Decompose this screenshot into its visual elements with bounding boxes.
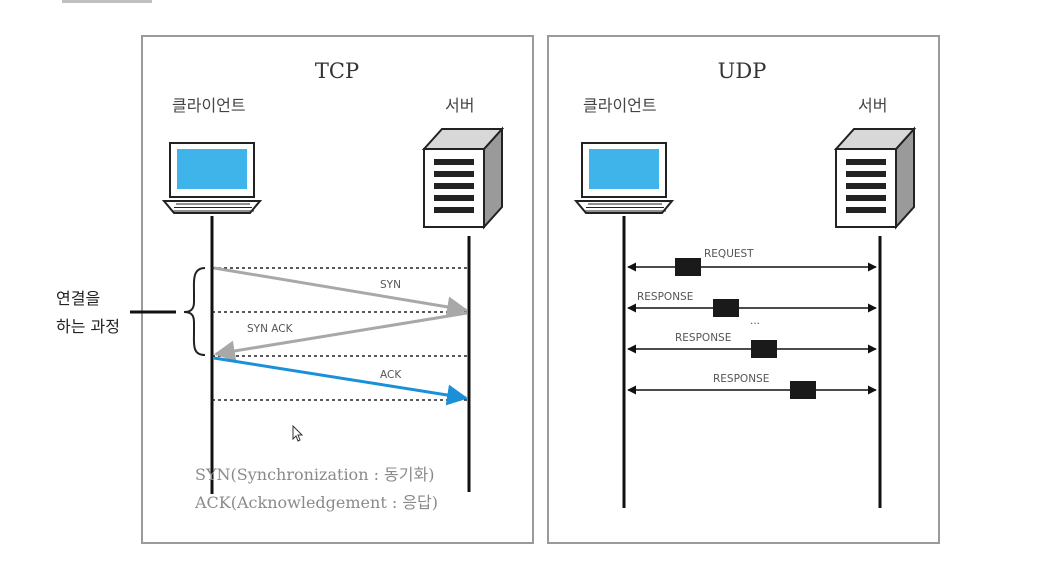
tcp-syn-arrow [213, 266, 469, 318]
top-left-fragment [62, 0, 152, 3]
tcp-client-laptop-icon [163, 142, 261, 214]
tcp-dotted-separators [212, 267, 469, 401]
udp-request-message: REQUEST [627, 248, 877, 276]
tcp-client-label: 클라이언트 [172, 96, 246, 115]
udp-response2-packet [751, 340, 777, 358]
mouse-cursor-icon [292, 424, 304, 442]
udp-response3-packet [790, 381, 816, 399]
udp-request-label: REQUEST [704, 248, 754, 260]
tcp-panel: TCP 클라이언트 서버 SYN SYN ACK ACK 연결을 하는 과정 S… [56, 35, 534, 544]
tcp-note-ack: ACK(Acknowledgement : 응답) [194, 493, 438, 512]
tcp-ack-label: ACK [380, 369, 402, 381]
tcp-syn-ack-arrow [213, 311, 468, 362]
tcp-syn-ack-label: SYN ACK [247, 323, 294, 335]
udp-response3-label: RESPONSE [713, 373, 769, 385]
udp-server-label: 서버 [858, 96, 887, 115]
tcp-side-label-line2: 하는 과정 [56, 317, 120, 336]
udp-panel: UDP 클라이언트 서버 REQUEST RESPONSE ... RESPON… [547, 35, 940, 544]
tcp-side-label-line1: 연결을 [56, 289, 100, 308]
udp-response1-message: RESPONSE [627, 291, 877, 317]
udp-client-laptop-icon [575, 142, 673, 214]
udp-response1-packet [713, 299, 739, 317]
udp-client-label: 클라이언트 [583, 96, 657, 115]
udp-request-packet [675, 258, 701, 276]
udp-title: UDP [718, 59, 767, 83]
udp-ellipsis: ... [750, 315, 760, 327]
tcp-syn-label: SYN [380, 279, 401, 291]
tcp-title: TCP [315, 59, 359, 83]
tcp-note-syn: SYN(Synchronization : 동기화) [195, 465, 434, 484]
tcp-ack-arrow [213, 356, 469, 406]
udp-response2-label: RESPONSE [675, 332, 731, 344]
tcp-server-icon [423, 128, 503, 228]
udp-response3-message: RESPONSE [627, 373, 877, 399]
tcp-connection-brace [183, 267, 206, 356]
tcp-server-label: 서버 [445, 96, 474, 115]
udp-server-icon [835, 128, 915, 228]
udp-response1-label: RESPONSE [637, 291, 693, 303]
udp-response2-message: RESPONSE [627, 332, 877, 358]
